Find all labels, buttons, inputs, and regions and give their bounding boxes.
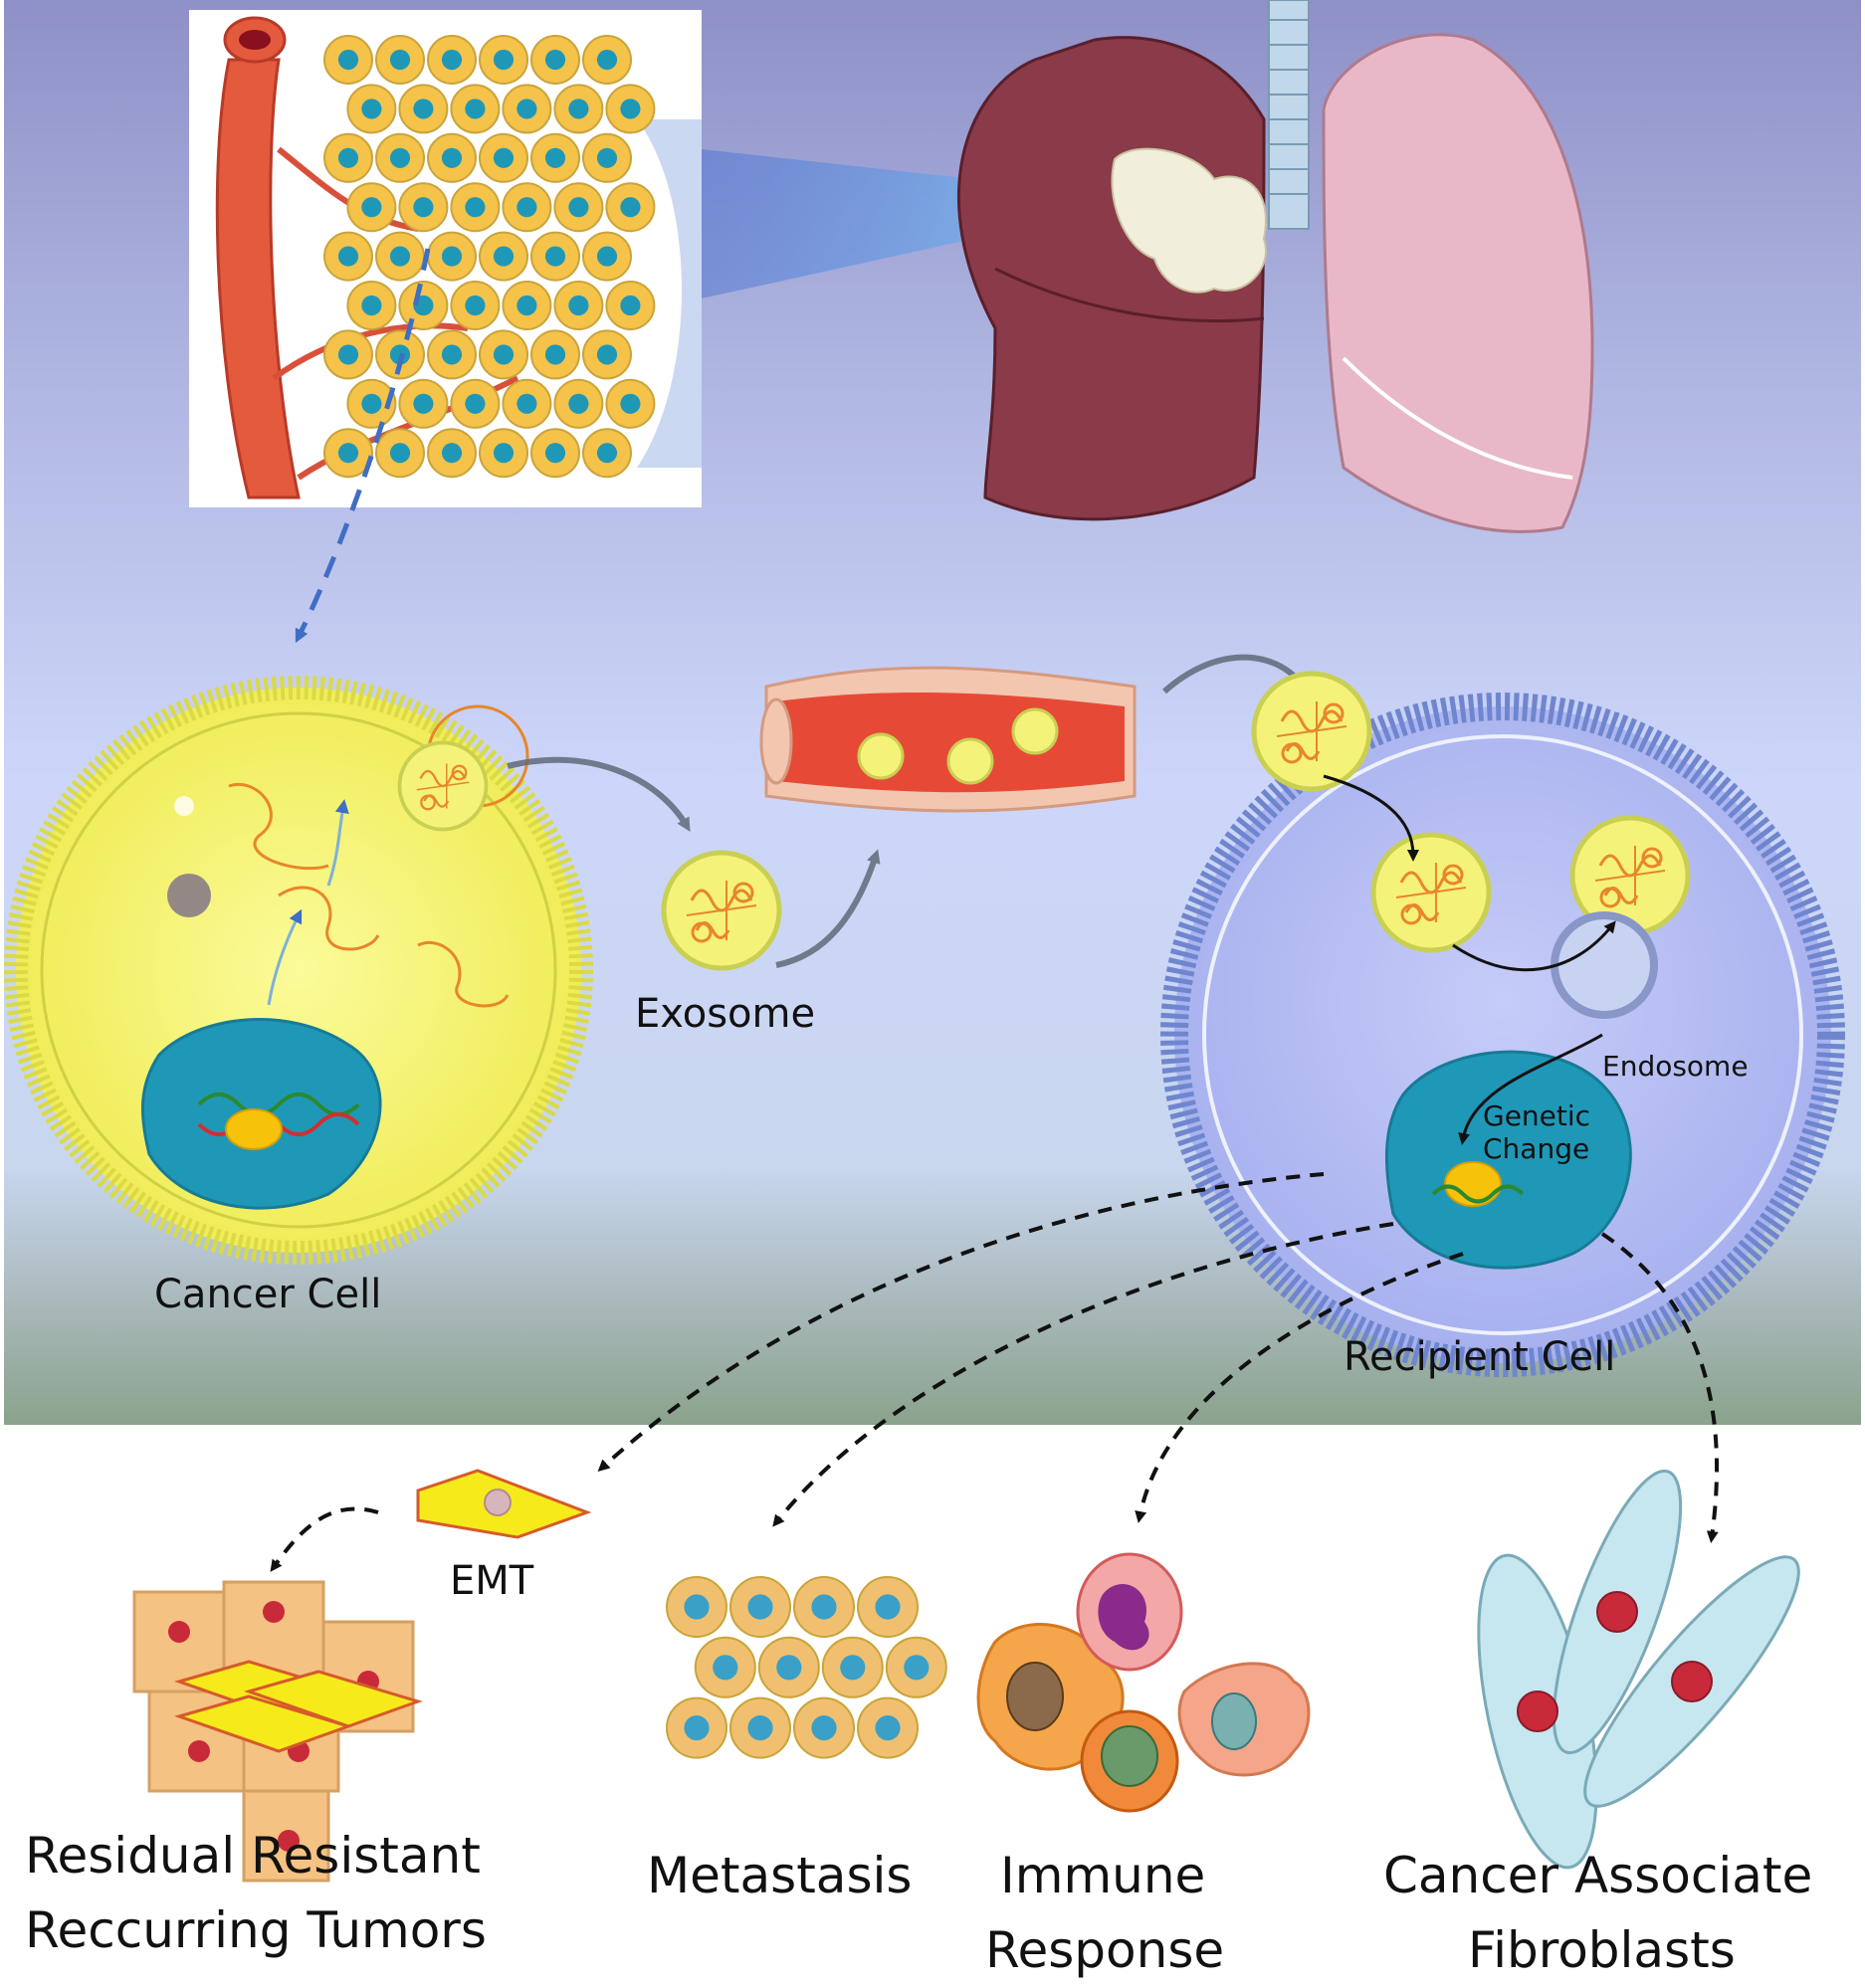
tissue-cell-nucleus xyxy=(596,246,618,267)
tissue-cell-nucleus xyxy=(596,49,618,71)
tissue-cell-nucleus xyxy=(361,393,382,414)
tissue-cell-nucleus xyxy=(517,197,537,218)
tissue-cell-nucleus xyxy=(337,147,359,168)
tumor-to-cell-arrow xyxy=(295,248,431,644)
tissue-cell-nucleus xyxy=(544,147,566,168)
recipient-cell-label: Recipient Cell xyxy=(1344,1334,1616,1380)
immune-response-label-1: Immune xyxy=(1000,1847,1206,1904)
immune-response-label-2: Response xyxy=(985,1921,1225,1979)
tissue-cell-nucleus xyxy=(493,246,515,267)
tissue-cell-nucleus xyxy=(904,1655,930,1681)
fibroblasts xyxy=(1477,1469,1800,1870)
tissue-cell-nucleus xyxy=(517,99,537,119)
tissue-cell-nucleus xyxy=(465,197,486,218)
tissue-cell-nucleus xyxy=(493,443,515,464)
tissue-cell-nucleus xyxy=(337,49,359,71)
tissue-cell-nucleus xyxy=(441,246,463,267)
exosome-to-vessel-arrow xyxy=(775,849,881,968)
tissue-cell-nucleus xyxy=(465,393,486,414)
tissue-cell-nucleus xyxy=(441,147,463,168)
tissue-cell-nucleus xyxy=(465,99,486,119)
tissue-cell-nucleus xyxy=(389,147,411,168)
tissue-cell-nucleus xyxy=(684,1594,710,1620)
tissue-cell-nucleus xyxy=(596,443,618,464)
cancer-cell-label: Cancer Cell xyxy=(154,1272,382,1317)
tissue-cell-nucleus xyxy=(620,295,641,316)
tissue-cell-nucleus xyxy=(441,443,463,464)
tissue-cell-nucleus xyxy=(544,49,566,71)
immune-cells xyxy=(976,1552,1311,1813)
tissue-cell-nucleus xyxy=(493,147,515,168)
tissue-cell-nucleus xyxy=(389,49,411,71)
tissue-cell-nucleus xyxy=(620,99,641,119)
exosome-label: Exosome xyxy=(635,991,816,1037)
caf-label-1: Cancer Associate xyxy=(1383,1847,1813,1904)
recipient-cell-drawing xyxy=(1160,674,1845,1377)
tissue-cell-nucleus xyxy=(544,443,566,464)
tissue-cell-nucleus xyxy=(389,246,411,267)
genetic-change-label-1: Genetic xyxy=(1483,1099,1591,1132)
tissue-cell-nucleus xyxy=(361,197,382,218)
tissue-cell-nucleus xyxy=(493,49,515,71)
tissue-cell-nucleus xyxy=(337,344,359,365)
tissue-cell-nucleus xyxy=(684,1715,710,1741)
tissue-cell-nucleus xyxy=(568,99,589,119)
tissue-cell-nucleus xyxy=(747,1594,773,1620)
residual-tumors-label-2: Reccurring Tumors xyxy=(25,1901,487,1959)
vessel-to-recipient-arrow xyxy=(1161,654,1309,695)
tissue-cell-nucleus xyxy=(620,393,641,414)
tissue-cell-nucleus xyxy=(713,1655,738,1681)
tissue-cell-nucleus xyxy=(811,1715,837,1741)
free-exosome xyxy=(664,853,779,968)
tissue-cell-nucleus xyxy=(361,99,382,119)
tissue-cell-nucleus xyxy=(568,393,589,414)
tissue-cell-nucleus xyxy=(875,1715,901,1741)
tumor-cells xyxy=(323,35,656,479)
tissue-cell-nucleus xyxy=(389,443,411,464)
tissue-cell-nucleus xyxy=(544,246,566,267)
tissue-cell-nucleus xyxy=(337,246,359,267)
genetic-change-label-2: Change xyxy=(1483,1132,1590,1165)
tissue-cell-nucleus xyxy=(840,1655,866,1681)
tissue-cell-nucleus xyxy=(413,99,434,119)
tissue-cell-nucleus xyxy=(517,295,537,316)
tissue-cell-nucleus xyxy=(776,1655,802,1681)
lungs xyxy=(956,0,1594,533)
metastasis-label: Metastasis xyxy=(647,1847,913,1904)
tissue-cell-nucleus xyxy=(811,1594,837,1620)
tissue-cell-nucleus xyxy=(493,344,515,365)
tissue-cell-nucleus xyxy=(596,147,618,168)
tissue-cell-nucleus xyxy=(517,393,537,414)
residual-tumors-label-1: Residual Resistant xyxy=(25,1827,481,1885)
residual-tumor-cluster xyxy=(132,1580,423,1883)
emt-cell xyxy=(416,1469,592,1539)
effect-arrows xyxy=(270,1172,1719,1572)
emt-label: EMT xyxy=(450,1558,534,1604)
endosome-label: Endosome xyxy=(1602,1050,1749,1083)
trachea-rings xyxy=(1269,19,1309,195)
tissue-cell-nucleus xyxy=(441,344,463,365)
tissue-cell-nucleus xyxy=(441,49,463,71)
tissue-cell-nucleus xyxy=(413,197,434,218)
tissue-cell-nucleus xyxy=(596,344,618,365)
cancer-cell-drawing xyxy=(4,676,593,1265)
tissue-cell-nucleus xyxy=(747,1715,773,1741)
tissue-cell-nucleus xyxy=(568,197,589,218)
metastasis-cluster xyxy=(666,1576,947,1759)
tissue-cell-nucleus xyxy=(361,295,382,316)
cell-to-exosome-arrow xyxy=(507,756,691,832)
tissue-cell-nucleus xyxy=(620,197,641,218)
blood-vessel xyxy=(759,666,1137,813)
tissue-cell-nucleus xyxy=(544,344,566,365)
caf-label-2: Fibroblasts xyxy=(1468,1921,1736,1979)
tissue-cell-nucleus xyxy=(337,443,359,464)
tissue-cell-nucleus xyxy=(413,393,434,414)
tissue-cell-nucleus xyxy=(568,295,589,316)
tissue-cell-nucleus xyxy=(465,295,486,316)
tissue-cell-nucleus xyxy=(875,1594,901,1620)
